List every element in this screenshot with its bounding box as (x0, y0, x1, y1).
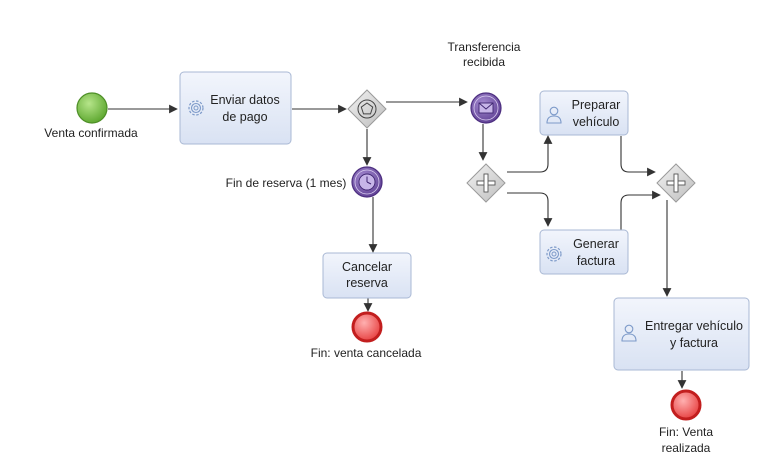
start-event[interactable] (76, 92, 108, 124)
task-entregar-line2: y factura (670, 336, 718, 350)
gear-icon (188, 100, 204, 116)
plus-icon (476, 173, 496, 193)
task-cancelar-reserva[interactable]: Cancelar reserva (322, 252, 412, 299)
gear-icon (546, 246, 562, 262)
task-generar-line1: Generar (573, 237, 619, 251)
event-based-gateway[interactable] (347, 89, 387, 129)
task-enviar-datos-de-pago[interactable]: Enviar datos de pago (179, 71, 292, 145)
task-enviar-line2: de pago (222, 110, 267, 124)
user-icon (621, 324, 637, 342)
end-event-realizada[interactable] (670, 389, 702, 421)
message-intermediate-event[interactable] (470, 92, 502, 124)
flow-preparar-to-join[interactable] (620, 136, 656, 177)
message-event-label-line1: Transferencia (448, 40, 521, 54)
task-entregar-line1: Entregar vehículo (645, 319, 743, 333)
message-event-label-line2: recibida (463, 55, 505, 69)
timer-event-label: Fin de reserva (1 mes) (226, 176, 347, 190)
end-event-realizada-label-line1: Fin: Venta (659, 425, 713, 439)
start-event-label: Venta confirmada (44, 126, 138, 140)
task-cancelar-line2: reserva (346, 276, 388, 290)
flow-generar-to-join[interactable] (620, 190, 661, 232)
task-preparar-line2: vehículo (573, 115, 620, 129)
end-event-realizada-label-line2: realizada (662, 441, 711, 455)
end-event-cancelada[interactable] (351, 311, 383, 343)
task-entregar-vehiculo-y-factura[interactable]: Entregar vehículo y factura (613, 297, 750, 371)
task-enviar-line1: Enviar datos (210, 93, 279, 107)
clock-icon (358, 173, 376, 191)
flow-split-to-generar[interactable] (507, 192, 553, 227)
task-cancelar-line1: Cancelar (342, 260, 392, 274)
sequence-flows (108, 97, 687, 389)
timer-intermediate-event[interactable] (351, 166, 383, 198)
user-icon (546, 106, 562, 124)
end-event-cancelada-label: Fin: venta cancelada (311, 346, 422, 360)
pentagon-icon (357, 99, 377, 119)
envelope-icon (478, 102, 494, 114)
parallel-gateway-join[interactable] (656, 163, 696, 203)
task-generar-factura[interactable]: Generar factura (539, 229, 629, 275)
parallel-gateway-split[interactable] (466, 163, 506, 203)
task-preparar-vehiculo[interactable]: Preparar vehículo (539, 90, 629, 136)
flow-split-to-preparar[interactable] (507, 135, 553, 173)
task-preparar-line1: Preparar (572, 98, 621, 112)
task-generar-line2: factura (577, 254, 615, 268)
plus-icon (666, 173, 686, 193)
